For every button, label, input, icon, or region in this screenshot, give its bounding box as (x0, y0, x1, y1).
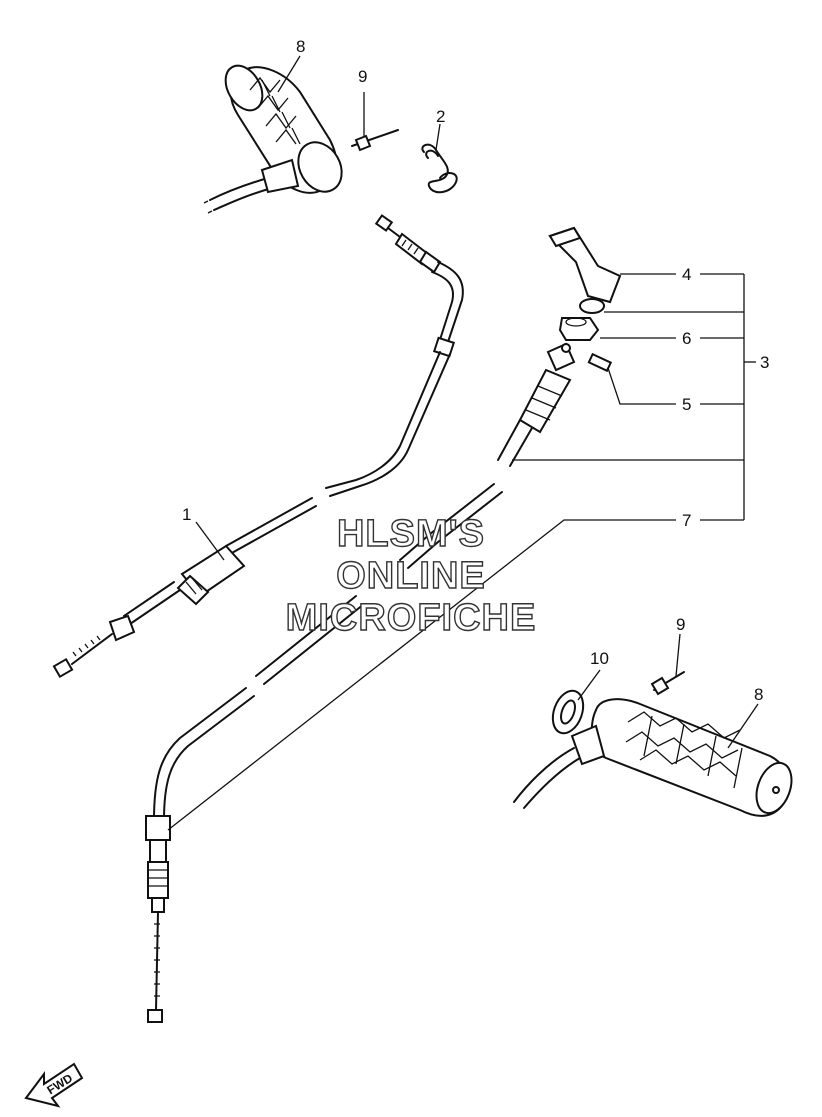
callout-10: 10 (590, 649, 609, 668)
watermark-line-2: ONLINE (336, 555, 486, 597)
cable-1 (52, 214, 464, 679)
callout-3: 3 (760, 353, 769, 372)
cable-7 (145, 342, 576, 1023)
screw-top (351, 92, 399, 152)
spring-clip (421, 123, 458, 194)
callout-9-top: 9 (358, 67, 367, 86)
callout-7: 7 (682, 511, 691, 530)
callout-9-bottom: 9 (676, 615, 685, 634)
grip-top-left (203, 64, 343, 214)
fwd-arrow-icon: FWD (24, 1062, 84, 1108)
watermark-line-1: HLSM'S (337, 513, 485, 555)
watermark-line-3: MICROFICHE (286, 597, 537, 639)
callout-1: 1 (182, 505, 191, 524)
callout-6: 6 (682, 329, 691, 348)
cable-housing (548, 226, 622, 373)
grip-bottom-right (513, 671, 793, 817)
callout-8-bottom: 8 (754, 685, 763, 704)
callout-2: 2 (436, 107, 445, 126)
leader-lines (167, 55, 759, 831)
callout-5: 5 (682, 395, 691, 414)
callout-8-top: 8 (296, 37, 305, 56)
callout-4: 4 (682, 265, 691, 284)
